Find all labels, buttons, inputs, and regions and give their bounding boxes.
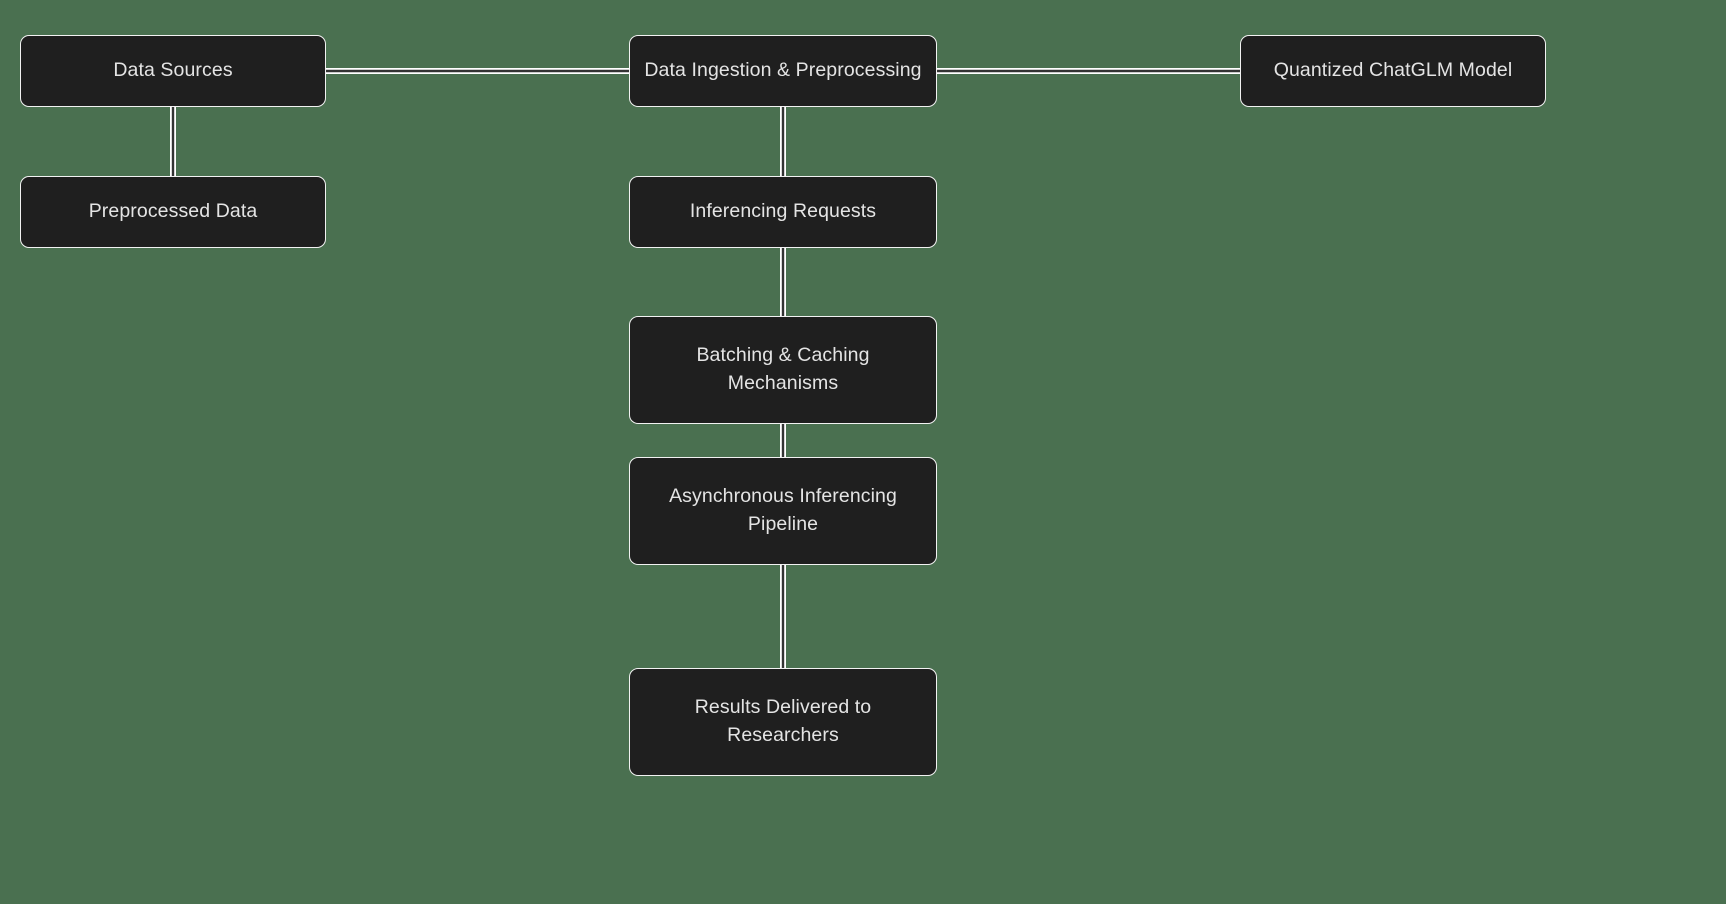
node-batching-caching-mechanisms[interactable]: Batching & Caching Mechanisms bbox=[629, 316, 937, 424]
node-asynchronous-inferencing-pipeline[interactable]: Asynchronous Inferencing Pipeline bbox=[629, 457, 937, 565]
node-results-delivered-to-researchers[interactable]: Results Delivered to Researchers bbox=[629, 668, 937, 776]
node-quantized-chatglm-model[interactable]: Quantized ChatGLM Model bbox=[1240, 35, 1546, 107]
node-data-ingestion-preprocessing[interactable]: Data Ingestion & Preprocessing bbox=[629, 35, 937, 107]
node-data-sources[interactable]: Data Sources bbox=[20, 35, 326, 107]
node-inferencing-requests[interactable]: Inferencing Requests bbox=[629, 176, 937, 248]
node-preprocessed-data[interactable]: Preprocessed Data bbox=[20, 176, 326, 248]
